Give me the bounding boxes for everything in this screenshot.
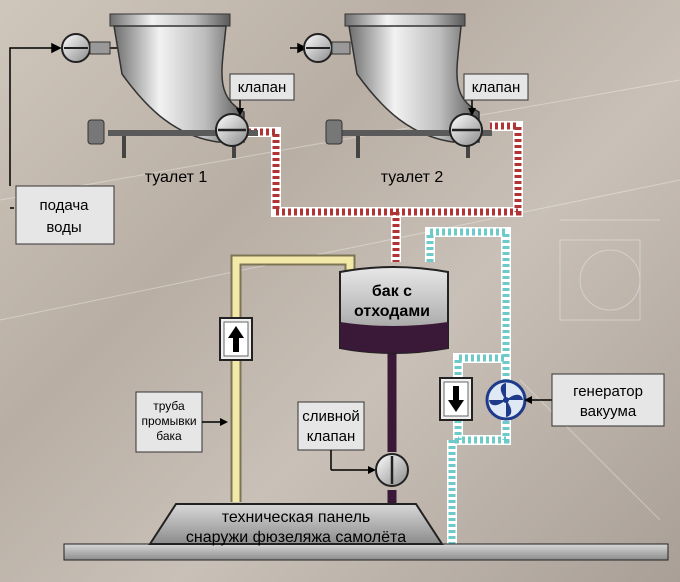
- flush-up-arrow: [219, 317, 253, 361]
- water-valve-2: [303, 33, 351, 63]
- svg-text:снаружи фюзеляжа самолёта: снаружи фюзеляжа самолёта: [186, 529, 406, 546]
- svg-text:вакуума: вакуума: [580, 403, 637, 420]
- svg-text:клапан: клапан: [238, 79, 287, 96]
- svg-text:техническая панель: техническая панель: [222, 509, 371, 526]
- vacuum-generator-fan-icon: [485, 379, 527, 421]
- toilet-1: [61, 13, 258, 158]
- svg-text:генератор: генератор: [573, 383, 643, 400]
- vacuum-down-arrow: [439, 377, 473, 421]
- flush-pipe-label: труба промывки бака: [135, 391, 228, 453]
- svg-text:клапан: клапан: [307, 428, 356, 445]
- toilet-2-label: туалет 2: [381, 169, 444, 186]
- svg-text:бака: бака: [156, 429, 182, 443]
- outlet-valve-1: [215, 113, 249, 147]
- drain-valve: [375, 453, 409, 487]
- svg-text:воды: воды: [46, 219, 81, 236]
- valve-label-1: клапан: [229, 73, 295, 116]
- water-supply-lines: [9, 42, 308, 209]
- water-valve-1: [61, 33, 111, 63]
- water-supply-box: подача воды: [15, 185, 115, 245]
- svg-text:сливной: сливной: [302, 408, 360, 425]
- service-panel: техническая панель снаружи фюзеляжа само…: [63, 503, 669, 561]
- svg-text:труба: труба: [153, 399, 185, 413]
- svg-text:промывки: промывки: [141, 414, 196, 428]
- svg-text:бак с: бак с: [372, 283, 412, 300]
- svg-text:отходами: отходами: [354, 303, 430, 320]
- vacuum-pipes: [425, 227, 511, 546]
- svg-text:подача: подача: [39, 197, 89, 214]
- drain-valve-label: сливной клапан: [297, 401, 376, 474]
- vacuum-generator-label: генератор вакуума: [524, 373, 665, 427]
- waste-pipes: [248, 121, 523, 262]
- outlet-valve-2: [449, 113, 483, 147]
- waste-tank: бак с отходами: [339, 266, 449, 354]
- toilet-2: [303, 13, 492, 158]
- valve-label-2: клапан: [463, 73, 529, 116]
- svg-text:клапан: клапан: [472, 79, 521, 96]
- flush-pipe: [230, 254, 356, 502]
- toilet-1-label: туалет 1: [145, 169, 208, 186]
